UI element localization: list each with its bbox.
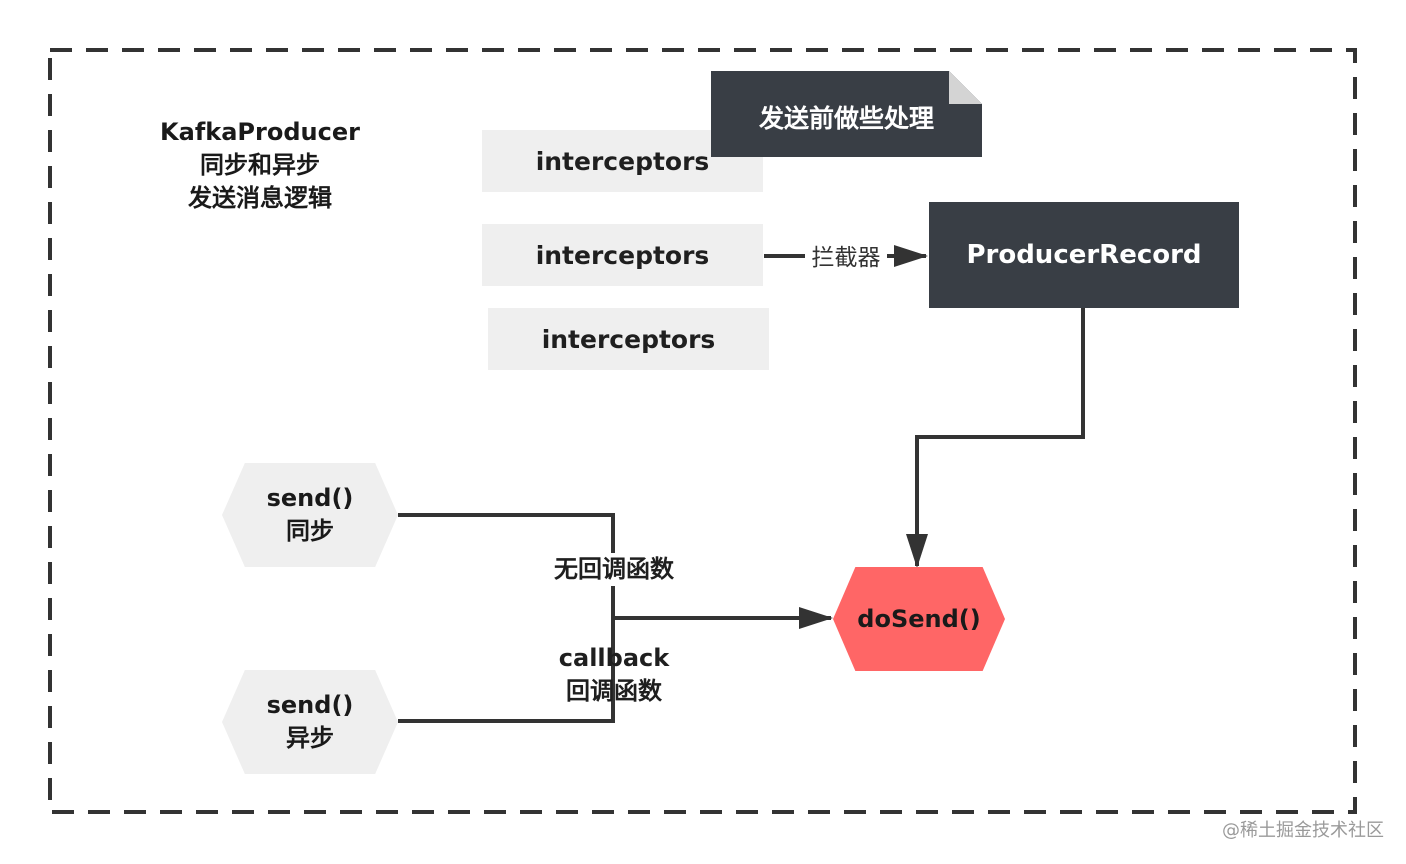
producer-record-node: ProducerRecord — [929, 202, 1239, 308]
edge-send-async — [398, 700, 615, 723]
watermark: @稀土掘金技术社区 — [1222, 820, 1384, 841]
producer-record-label: ProducerRecord — [966, 240, 1202, 270]
send-sync-node: send() 同步 — [222, 463, 398, 567]
do-send-node: doSend() — [833, 567, 1005, 671]
interceptor-node-3: interceptors — [488, 308, 769, 370]
interceptor-node-3-label: interceptors — [541, 324, 716, 354]
pre-send-note-text: 发送前做些处理 — [758, 104, 934, 133]
title-line-3: 发送消息逻辑 — [188, 184, 332, 212]
edge-label-callback: callback 回调函数 — [548, 642, 680, 708]
send-async-node: send() 异步 — [222, 670, 398, 774]
title-line-1: KafkaProducer — [160, 118, 360, 146]
send-async-line-2: 异步 — [286, 724, 334, 752]
edge-send-sync — [398, 513, 615, 700]
send-async-line-1: send() — [266, 691, 354, 719]
edge-label-interceptor: 拦截器 — [805, 243, 887, 273]
interceptor-node-2: interceptors — [482, 224, 763, 286]
outer-dashed-frame — [48, 48, 1357, 814]
interceptor-node-1-label: interceptors — [535, 146, 710, 176]
interceptor-node-2-label: interceptors — [535, 240, 710, 270]
interceptor-node-1: interceptors — [482, 130, 763, 192]
edge-label-no-callback: 无回调函数 — [538, 553, 690, 586]
edge-record-to-dosend — [906, 308, 1085, 568]
pre-send-note: 发送前做些处理 — [711, 71, 982, 157]
send-sync-line-2: 同步 — [286, 517, 334, 545]
edge-label-callback-line-2: 回调函数 — [566, 677, 662, 705]
diagram-title: KafkaProducer 同步和异步 发送消息逻辑 — [150, 116, 370, 215]
send-sync-line-1: send() — [266, 484, 354, 512]
do-send-label: doSend() — [857, 605, 981, 633]
edge-label-callback-line-1: callback — [558, 644, 670, 672]
title-line-2: 同步和异步 — [200, 151, 320, 179]
